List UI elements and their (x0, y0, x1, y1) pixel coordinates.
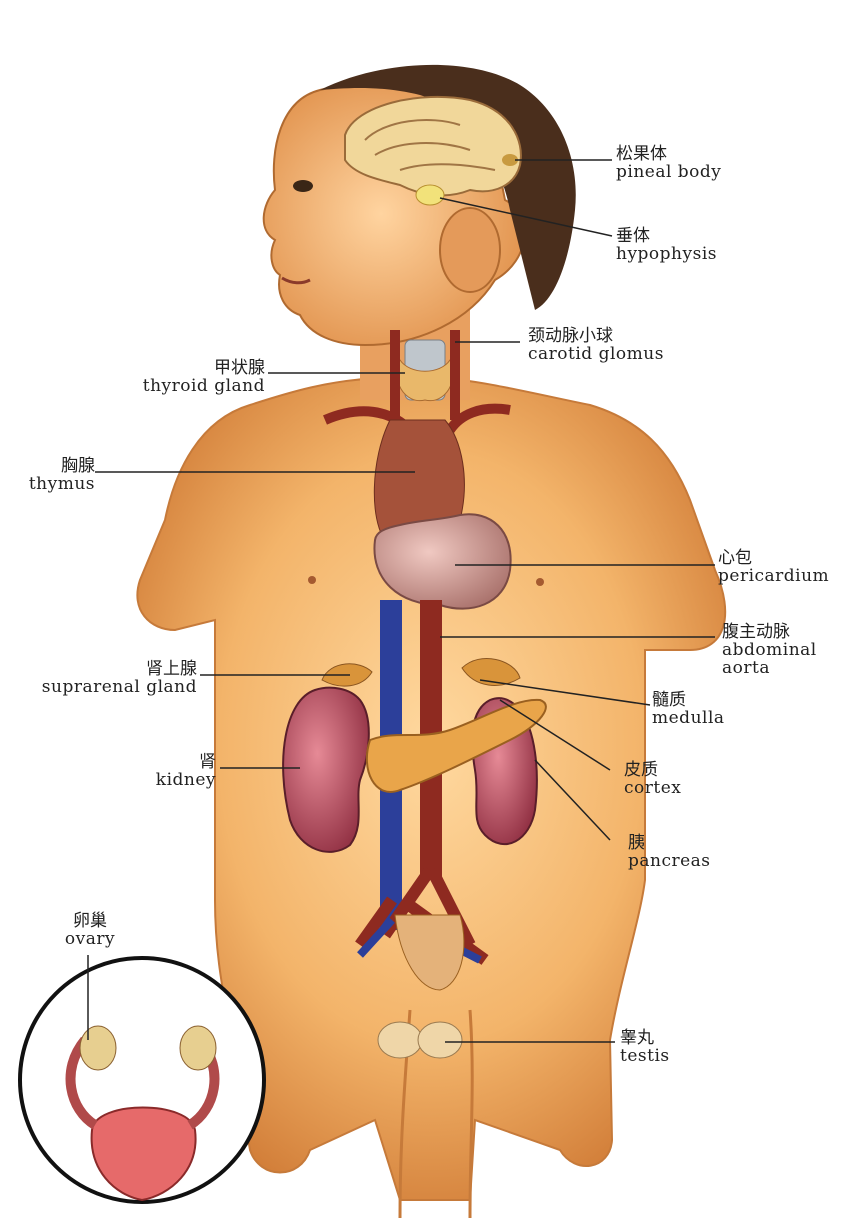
ear (440, 208, 500, 292)
label-suprarenal-en: suprarenal gland (5, 679, 197, 697)
label-abdominal-aorta: 腹主动脉 abdominal aorta (722, 624, 817, 678)
label-carotid-glomus: 颈动脉小球 carotid glomus (528, 328, 664, 364)
eye (293, 180, 313, 192)
label-kidney: 肾 kidney (120, 754, 216, 790)
kidney-left (283, 688, 369, 852)
label-ovary: 卵巢 ovary (55, 913, 125, 949)
label-thymus: 胸腺 thymus (10, 458, 95, 494)
testis-left (378, 1022, 422, 1058)
testis-right (418, 1022, 462, 1058)
label-cortex: 皮质 cortex (624, 762, 681, 798)
label-hypophysis: 垂体 hypophysis (616, 228, 717, 264)
label-cortex-en: cortex (624, 780, 681, 798)
head (264, 65, 576, 345)
label-carotid-en: carotid glomus (528, 346, 664, 364)
label-pancreas-en: pancreas (628, 853, 711, 871)
nipple-right (536, 578, 544, 586)
label-pericardium-en: pericardium (718, 568, 829, 586)
label-pineal-en: pineal body (616, 164, 721, 182)
label-thyroid-gland: 甲状腺 thyroid gland (95, 360, 265, 396)
label-hypophysis-en: hypophysis (616, 246, 717, 264)
label-aorta-en1: abdominal (722, 642, 817, 660)
label-thymus-en: thymus (10, 476, 95, 494)
label-thyroid-en: thyroid gland (95, 378, 265, 396)
ovary-inset (20, 958, 264, 1202)
label-medulla: 髓质 medulla (652, 692, 725, 728)
label-suprarenal-gland: 肾上腺 suprarenal gland (5, 661, 197, 697)
label-aorta-en2: aorta (722, 660, 817, 678)
ovary-left (80, 1026, 116, 1070)
ovary-right (180, 1026, 216, 1070)
label-testis-en: testis (620, 1048, 670, 1066)
label-ovary-en: ovary (55, 931, 125, 949)
label-pineal-body: 松果体 pineal body (616, 146, 721, 182)
label-kidney-en: kidney (120, 772, 216, 790)
label-medulla-en: medulla (652, 710, 725, 728)
label-pericardium: 心包 pericardium (718, 550, 829, 586)
nipple-left (308, 576, 316, 584)
pituitary (416, 185, 444, 205)
label-pancreas: 胰 pancreas (628, 835, 711, 871)
label-testis: 睾丸 testis (620, 1030, 670, 1066)
